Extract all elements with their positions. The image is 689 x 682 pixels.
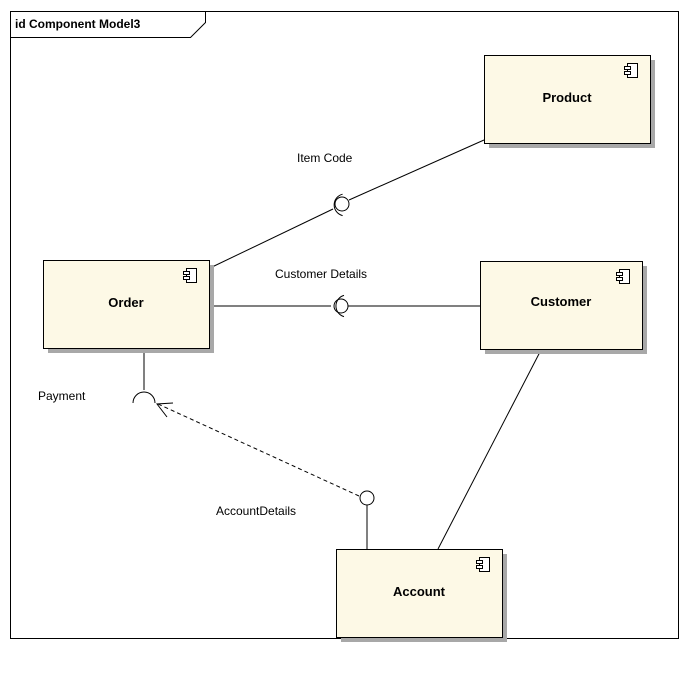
label-customer-details: Customer Details [275,267,367,281]
product-item-code-line [348,139,485,201]
component-customer[interactable]: Customer [480,261,648,355]
component-icon [183,268,197,283]
account-details-ball [359,490,375,506]
customer-box [480,261,643,350]
dependency-arrowhead [156,402,174,418]
item-code-ball [334,196,350,212]
component-icon [616,269,630,284]
interface-item-code [333,193,350,217]
account-box [336,549,503,638]
label-payment: Payment [38,389,86,403]
product-name: Product [542,90,592,105]
connectors [143,139,542,550]
product-box [484,55,651,144]
label-account-details: AccountDetails [216,504,296,518]
component-icon [624,63,638,78]
label-item-code: Item Code [297,151,353,165]
component-order[interactable]: Order [43,260,215,354]
component-account[interactable]: Account [336,549,508,643]
order-name: Order [108,295,143,310]
payment-socket [132,391,156,404]
interface-payment [132,391,156,404]
dependency-line [157,403,360,497]
interface-customer-details [333,294,349,318]
component-icon [476,557,490,572]
customer-account-line [437,349,542,550]
interface-account-details [359,490,375,506]
account-name: Account [393,584,446,599]
order-item-code-line [209,208,334,269]
customer-details-socket [335,294,345,318]
order-box [43,260,210,349]
customer-details-ball [333,298,349,314]
item-code-socket [333,193,343,217]
customer-name: Customer [531,294,592,309]
component-product[interactable]: Product [484,55,656,149]
frame-title: id Component Model3 [15,17,141,31]
